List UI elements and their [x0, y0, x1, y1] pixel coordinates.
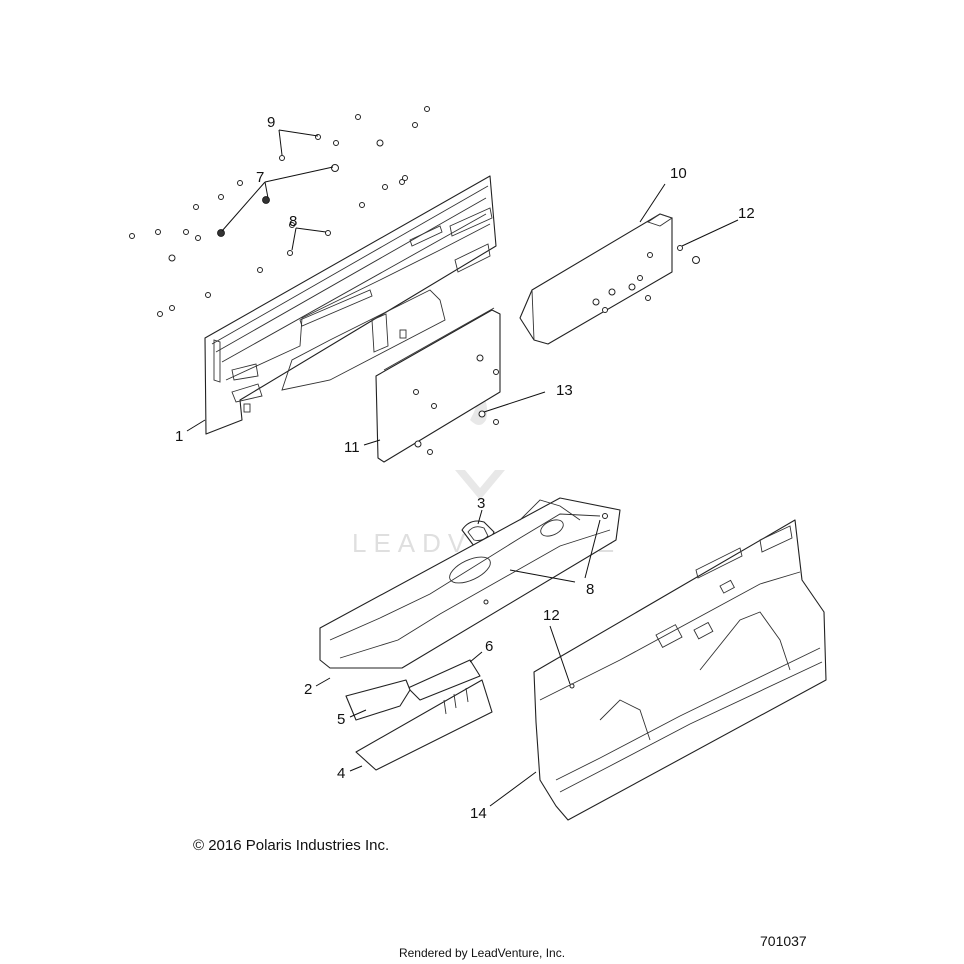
callout-5: 5 [337, 711, 345, 728]
callout-11: 11 [344, 439, 360, 456]
callout-2: 2 [304, 681, 312, 698]
diagram-number: 701037 [760, 933, 807, 949]
callout-9: 9 [267, 114, 275, 131]
fastener-group-upper [129, 106, 430, 317]
leader-lines [186, 129, 739, 807]
callout-12-upper: 12 [738, 205, 755, 222]
callout-1: 1 [175, 428, 183, 445]
callout-6: 6 [485, 638, 493, 655]
callout-labels: 1 2 3 4 5 6 7 8 8 9 10 11 12 12 13 14 [175, 114, 755, 822]
callout-8-upper: 8 [289, 213, 297, 230]
part-1-upper-panel[interactable] [204, 175, 497, 435]
copyright-text: © 2016 Polaris Industries Inc. [193, 837, 390, 854]
rendered-by-text: Rendered by LeadVenture, Inc. [398, 946, 566, 960]
part-14-lower-panel[interactable] [533, 519, 827, 821]
callout-13: 13 [556, 382, 573, 399]
callout-8-lower: 8 [586, 581, 594, 598]
callout-7: 7 [256, 169, 264, 186]
callout-12-lower: 12 [543, 607, 560, 624]
callout-10: 10 [670, 165, 687, 182]
part-2-floor-channel[interactable] [319, 497, 621, 669]
part-6-mat[interactable] [407, 659, 481, 701]
callout-4: 4 [337, 765, 345, 782]
part-4-mat[interactable] [355, 679, 493, 771]
part-11-mid-pad[interactable] [375, 307, 501, 463]
callout-3: 3 [477, 495, 485, 512]
part-5-mat[interactable] [345, 679, 411, 721]
part-10-upper-right-pad[interactable] [519, 213, 700, 345]
callout-14: 14 [470, 805, 487, 822]
